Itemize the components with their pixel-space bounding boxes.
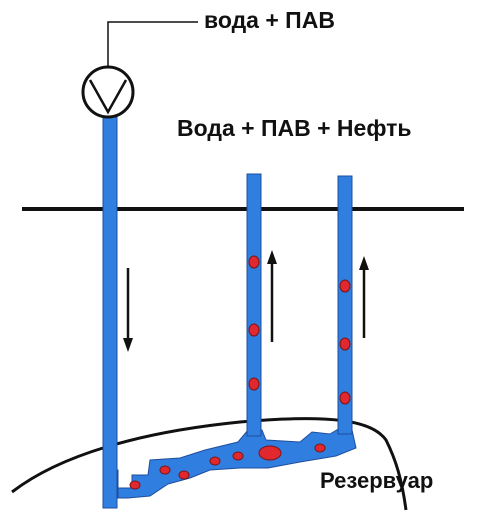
- reservoir-boundary: [11, 417, 408, 511]
- pump-icon: [81, 65, 135, 119]
- oil-droplet: [248, 255, 260, 269]
- arrow-up-icon: [359, 256, 369, 338]
- arrow-down-icon: [123, 268, 133, 352]
- injection-label: вода + ПАВ: [204, 7, 335, 33]
- oil-droplet: [258, 445, 282, 461]
- label-leader-line: [107, 21, 198, 67]
- reservoir-label: Резервуар: [320, 468, 434, 493]
- oil-droplet: [159, 465, 171, 475]
- production-pipe-1: [246, 173, 262, 437]
- oil-droplet: [314, 443, 326, 453]
- oil-droplet: [248, 377, 260, 391]
- oil-droplet: [248, 323, 260, 337]
- oil-droplet: [339, 337, 351, 351]
- reservoir-channel: [102, 427, 357, 509]
- oil-droplet: [209, 456, 221, 466]
- production-pipe-2: [337, 175, 353, 435]
- injection-pipe: [102, 107, 118, 509]
- oil-droplet: [178, 470, 190, 480]
- oil-droplet: [129, 480, 141, 490]
- oil-droplet: [232, 451, 244, 461]
- oil-droplet: [339, 391, 351, 405]
- oil-droplet: [339, 279, 351, 293]
- production-label: Вода + ПАВ + Нефть: [177, 115, 412, 141]
- arrow-up-icon: [267, 250, 277, 342]
